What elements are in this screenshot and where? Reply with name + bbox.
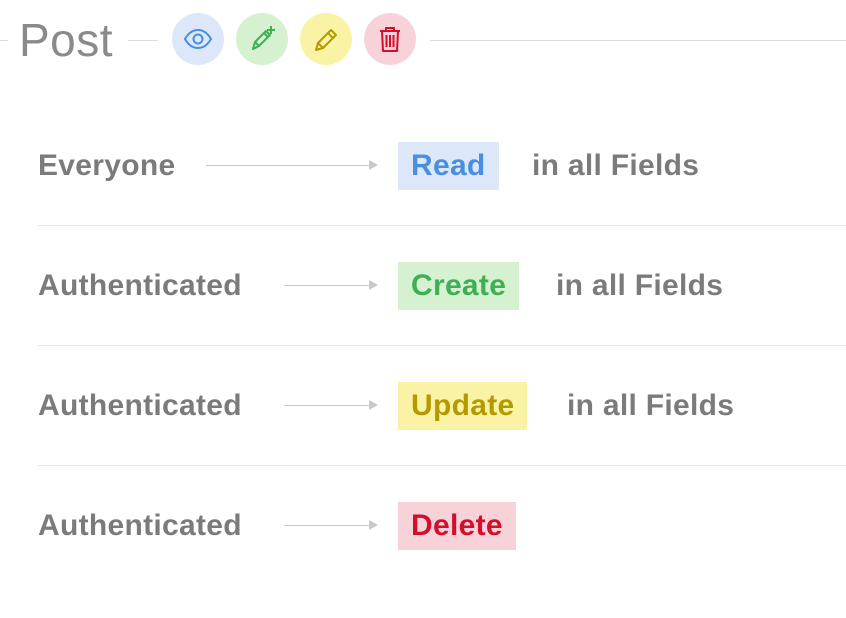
trash-icon [380,27,400,52]
permission-list: Everyone Read in all Fields Authenticate… [38,106,846,586]
permission-scope: in all Fields [532,149,700,182]
header: Post [0,0,846,80]
permission-role: Authenticated [38,269,242,302]
permission-row: Authenticated Create in all Fields [38,226,846,346]
create-permission-button[interactable] [236,13,288,65]
operation-badge-update[interactable]: Update [398,382,528,430]
permission-role: Everyone [38,149,176,182]
pencil-icon [315,29,337,51]
arrow-icon [284,520,378,530]
permission-role: Authenticated [38,389,242,422]
permission-row: Everyone Read in all Fields [38,106,846,226]
permission-scope: in all Fields [567,389,735,422]
read-permission-button[interactable] [172,13,224,65]
permission-scope: in all Fields [556,269,724,302]
operation-badge-create[interactable]: Create [398,262,520,310]
arrow-icon [206,160,378,170]
permission-row: Authenticated Delete [38,466,846,586]
permission-role: Authenticated [38,509,242,542]
eye-icon [183,28,213,50]
update-permission-button[interactable] [300,13,352,65]
arrow-icon [284,400,378,410]
arrow-icon [284,280,378,290]
pen-plus-icon [252,26,275,50]
permission-row: Authenticated Update in all Fields [38,346,846,466]
header-divider-mid [128,40,158,41]
page-title: Post [19,14,114,66]
delete-permission-button[interactable] [364,13,416,65]
operation-badge-delete[interactable]: Delete [398,502,516,550]
header-divider-left [0,40,8,41]
operation-badge-read[interactable]: Read [398,142,499,190]
header-divider-right [430,40,846,41]
